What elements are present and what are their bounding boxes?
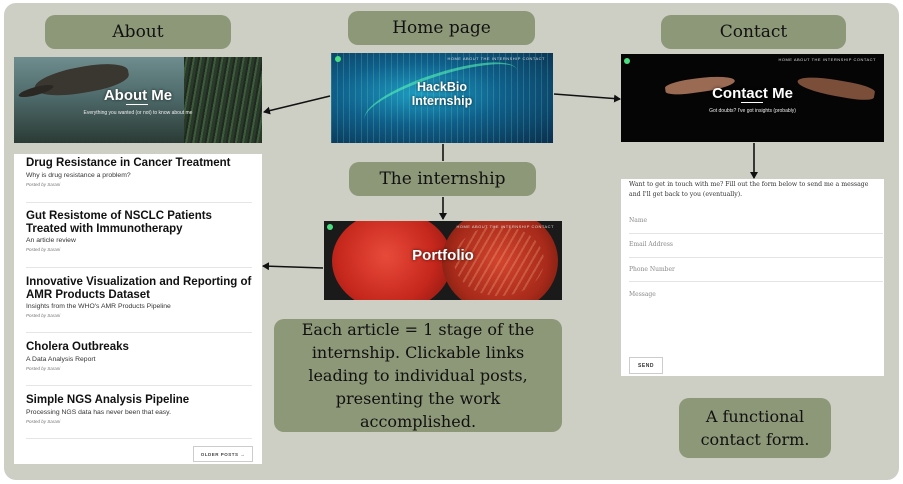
divider <box>26 332 252 333</box>
list-item[interactable]: Simple NGS Analysis Pipeline Processing … <box>26 394 256 424</box>
arrow-home-to-contact <box>553 93 621 103</box>
site-logo-icon <box>335 56 341 62</box>
note-articles: Each article = 1 stage of the internship… <box>274 319 562 432</box>
portfolio-nav: HOME ABOUT THE INTERNSHIP CONTACT <box>456 224 554 229</box>
post-subtitle: Insights from the WHO's AMR Products Pip… <box>26 303 171 310</box>
home-page-screenshot: HOME ABOUT THE INTERNSHIP CONTACT HackBi… <box>331 53 553 143</box>
streak-pattern <box>454 226 544 296</box>
about-title: About Me <box>103 87 173 104</box>
older-posts-button[interactable]: OLDER POSTS → <box>193 446 253 462</box>
post-subtitle: Processing NGS data has never been that … <box>26 408 171 416</box>
contact-title: Contact Me <box>712 85 793 102</box>
post-meta: Posted by Sarani <box>26 181 61 187</box>
site-logo-icon <box>327 224 333 230</box>
list-item[interactable]: Cholera Outbreaks A Data Analysis Report… <box>26 341 256 371</box>
matrix-overlay <box>331 53 553 143</box>
list-item[interactable]: Innovative Visualization and Reporting o… <box>26 276 256 318</box>
post-meta: Posted by Sarani <box>26 418 61 424</box>
post-subtitle: An article review <box>26 237 76 244</box>
post-meta: Posted by Sarani <box>26 247 61 252</box>
post-subtitle: A Data Analysis Report <box>26 355 96 363</box>
post-meta: Posted by Sarani <box>26 313 61 318</box>
arrow-portfolio-to-posts <box>262 262 324 271</box>
list-item[interactable]: Drug Resistance in Cancer Treatment Why … <box>26 157 256 187</box>
email-field[interactable]: Email Address <box>629 241 673 248</box>
divider <box>26 202 252 203</box>
contact-page-screenshot: HOME ABOUT THE INTERNSHIP CONTACT Contac… <box>621 54 884 142</box>
arrow-home-to-about <box>263 95 331 115</box>
label-internship: The internship <box>349 162 536 196</box>
label-contact: Contact <box>661 15 846 49</box>
about-subtitle: Everything you wanted (or not) to know a… <box>83 110 193 116</box>
contact-subtitle: Got doubts? I've got insights (probably) <box>709 108 796 114</box>
post-meta: Posted by Sarani <box>26 365 61 371</box>
home-nav: HOME ABOUT THE INTERNSHIP CONTACT <box>447 56 545 61</box>
post-title[interactable]: Cholera Outbreaks <box>26 341 129 353</box>
contact-form-panel: Want to get in touch with me? Fill out t… <box>621 179 884 376</box>
phone-field[interactable]: Phone Number <box>629 266 675 273</box>
note-contact-form: A functional contact form. <box>679 398 831 458</box>
home-title: HackBio Internship <box>411 80 473 108</box>
post-list-panel: Drug Resistance in Cancer Treatment Why … <box>14 154 262 464</box>
post-title[interactable]: Innovative Visualization and Reporting o… <box>26 276 252 301</box>
label-about: About <box>45 15 231 49</box>
petri-dish-right <box>442 221 558 300</box>
post-title[interactable]: Gut Resistome of NSCLC Patients Treated … <box>26 210 212 235</box>
divider <box>26 385 252 386</box>
field-underline <box>629 281 883 282</box>
contact-nav: HOME ABOUT THE INTERNSHIP CONTACT <box>778 57 876 62</box>
list-item[interactable]: Gut Resistome of NSCLC Patients Treated … <box>26 210 256 252</box>
field-underline <box>629 257 883 258</box>
name-field[interactable]: Name <box>629 217 648 224</box>
post-title[interactable]: Simple NGS Analysis Pipeline <box>26 394 190 406</box>
post-subtitle: Why is drug resistance a problem? <box>26 171 131 179</box>
title-underline <box>126 104 148 105</box>
form-intro: Want to get in touch with me? Fill out t… <box>629 181 869 198</box>
portfolio-title: Portfolio <box>412 247 474 264</box>
about-page-screenshot: About Me Everything you wanted (or not) … <box>14 57 262 143</box>
send-button[interactable]: SEND <box>629 357 663 374</box>
reeds <box>184 57 262 143</box>
label-home-page: Home page <box>348 11 535 45</box>
post-title[interactable]: Drug Resistance in Cancer Treatment <box>26 157 231 169</box>
petri-dish-left <box>332 221 452 300</box>
message-field[interactable]: Message <box>629 291 656 298</box>
divider <box>26 267 252 268</box>
field-underline <box>629 233 883 234</box>
portfolio-screenshot: HOME ABOUT THE INTERNSHIP CONTACT Portfo… <box>324 221 562 300</box>
title-underline <box>741 102 763 103</box>
site-logo-icon <box>624 58 630 64</box>
divider <box>26 438 252 439</box>
